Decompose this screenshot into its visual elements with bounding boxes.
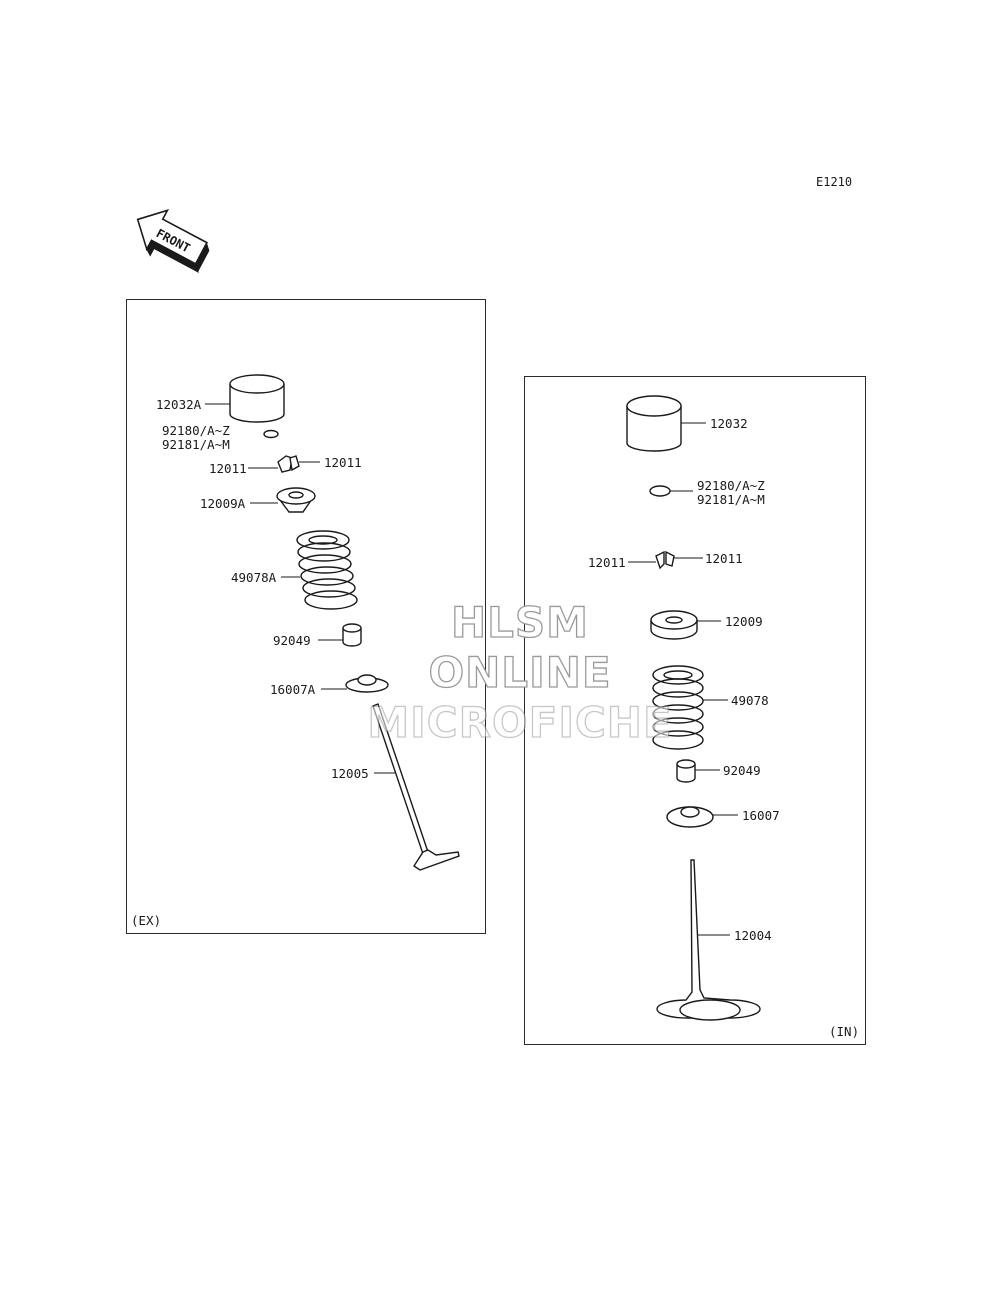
- ex-tappet-shape: [229, 374, 285, 423]
- ex-valve-shape: [372, 703, 460, 871]
- ex-label-tappet: 12032A: [156, 397, 202, 412]
- in-label-valve: 12004: [734, 928, 772, 943]
- ex-label-shim-1: 92180/A~Z: [162, 423, 230, 438]
- ex-retainer-shape: [276, 487, 316, 513]
- in-spring-shape: [652, 665, 704, 750]
- in-tappet-shape: [626, 395, 682, 452]
- ex-label-cotter-left: 12011: [209, 461, 247, 476]
- in-cotter-shape: [655, 550, 675, 570]
- ex-cotter-shape: [277, 455, 300, 473]
- in-valve-shape: [656, 859, 761, 1021]
- ex-label-spring: 49078A: [231, 570, 277, 585]
- intake-panel: [524, 376, 866, 1045]
- watermark-line-3: MICROFICHE: [367, 697, 673, 747]
- in-label-cotter-left: 12011: [588, 555, 626, 570]
- in-label-cotter-right: 12011: [705, 551, 743, 566]
- ex-label-valve: 12005: [331, 766, 369, 781]
- ex-seat-shape: [345, 674, 389, 693]
- in-label-shim-2: 92181/A~M: [697, 492, 765, 507]
- watermark-line-2: ONLINE: [428, 647, 612, 697]
- ex-label-retainer: 12009A: [200, 496, 246, 511]
- watermark-line-1: HLSM: [450, 597, 589, 647]
- in-label-shim-1: 92180/A~Z: [697, 478, 765, 493]
- ex-shim-shape: [263, 429, 279, 439]
- ex-seal-shape: [342, 623, 362, 647]
- in-shim-shape: [649, 485, 671, 497]
- in-label-seal: 92049: [723, 763, 761, 778]
- ex-spring-shape: [296, 530, 358, 610]
- leader-lines: [205, 403, 738, 936]
- in-label-seat: 16007: [742, 808, 780, 823]
- ex-label-shim-2: 92181/A~M: [162, 437, 230, 452]
- intake-panel-tag: (IN): [829, 1024, 860, 1039]
- in-seat-shape: [666, 806, 714, 828]
- ex-label-seal: 92049: [273, 633, 311, 648]
- exhaust-panel-tag: (EX): [131, 913, 162, 928]
- in-retainer-shape: [650, 610, 698, 640]
- ex-label-cotter-right: 12011: [324, 455, 362, 470]
- in-seal-shape: [676, 759, 696, 783]
- in-label-retainer: 12009: [725, 614, 763, 629]
- diagram-code: E1210: [816, 175, 853, 189]
- in-label-tappet: 12032: [710, 416, 748, 431]
- ex-label-seat: 16007A: [270, 682, 316, 697]
- exhaust-panel: [126, 299, 486, 934]
- in-label-spring: 49078: [731, 693, 769, 708]
